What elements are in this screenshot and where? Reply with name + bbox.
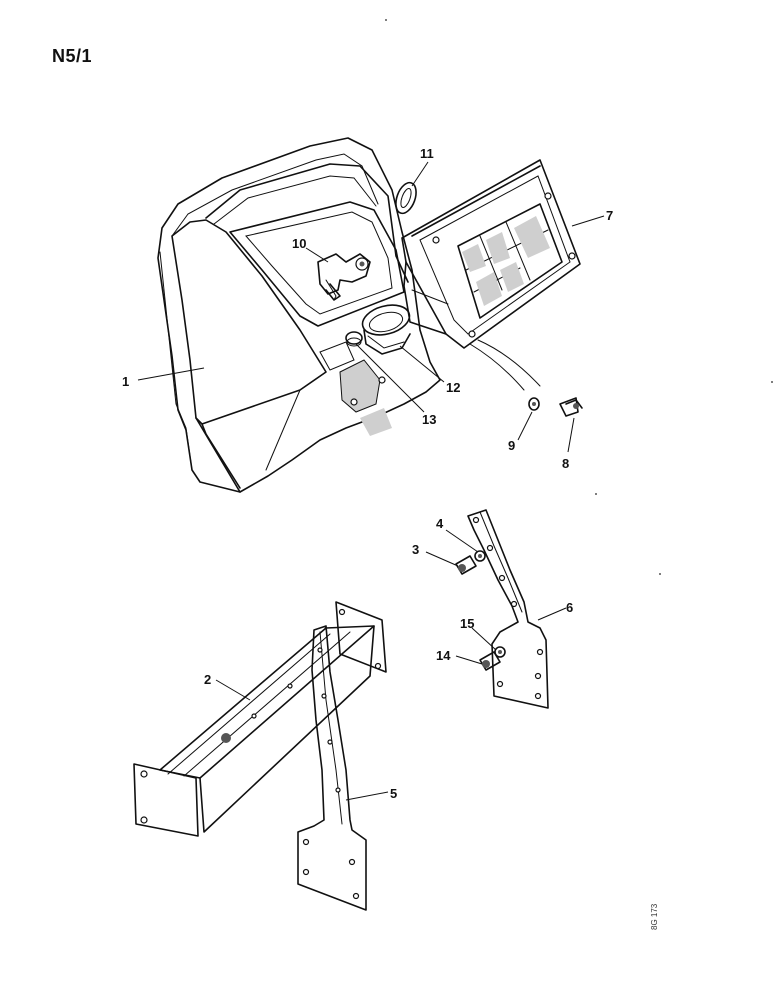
leader-9 — [517, 411, 533, 441]
leader-4 — [445, 529, 479, 553]
leader-6 — [537, 607, 567, 621]
part-12-bezel-ring — [361, 304, 411, 355]
callout-9: 9 — [508, 438, 515, 453]
leader-1 — [137, 367, 205, 381]
leader-12 — [399, 345, 445, 383]
leader-2 — [215, 679, 251, 701]
page-id: N5/1 — [52, 46, 93, 66]
part-8-screw — [559, 397, 583, 417]
callout-10: 10 — [292, 236, 306, 251]
callout-6: 6 — [566, 600, 573, 615]
callout-1: 1 — [122, 374, 129, 389]
leader-7 — [571, 215, 605, 227]
leader-10 — [305, 247, 329, 263]
leader-5 — [345, 791, 389, 801]
leader-15 — [471, 627, 497, 651]
leader-8 — [567, 417, 575, 453]
callout-labels: 1 2 3 4 5 6 7 8 9 10 11 12 13 14 15 — [122, 146, 613, 801]
callout-12: 12 — [446, 380, 460, 395]
callout-4: 4 — [436, 516, 444, 531]
leader-3 — [425, 551, 459, 567]
part-4-washer — [474, 550, 486, 562]
leader-13 — [355, 343, 425, 413]
scan-specks — [385, 19, 773, 575]
callout-5: 5 — [390, 786, 397, 801]
part-6-right-bracket — [467, 509, 549, 709]
callout-3: 3 — [412, 542, 419, 557]
callout-15: 15 — [460, 616, 474, 631]
callout-13: 13 — [422, 412, 436, 427]
part-7-switch-panel — [401, 159, 581, 391]
part-3-bolt — [455, 555, 477, 575]
part-2-cross-beam — [133, 601, 387, 837]
callout-7: 7 — [606, 208, 613, 223]
part-11-grommet — [395, 181, 417, 215]
leader-11 — [411, 161, 429, 187]
part-5-left-bracket — [297, 625, 367, 911]
part-14-bolt — [479, 651, 501, 671]
leader-lines — [137, 161, 605, 801]
leader-14 — [455, 655, 483, 665]
callout-8: 8 — [562, 456, 569, 471]
part-10-elbow-fitting — [317, 253, 371, 301]
part-15-washer — [494, 646, 506, 658]
part-13-plug — [345, 331, 363, 347]
callout-11: 11 — [420, 146, 434, 161]
callout-14: 14 — [436, 648, 451, 663]
part-9-washer — [528, 397, 540, 411]
callout-2: 2 — [204, 672, 211, 687]
part-1-console-housing — [157, 137, 441, 493]
